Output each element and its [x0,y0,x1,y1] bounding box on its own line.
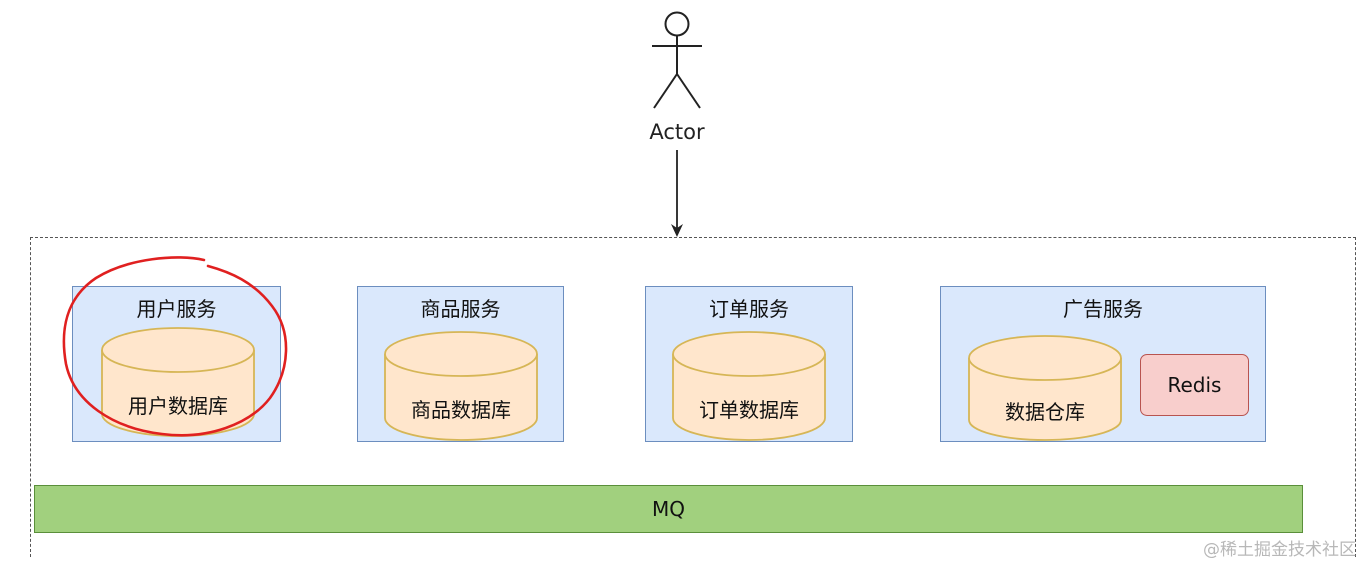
database-label: 商品数据库 [411,398,511,422]
user-database: 用户数据库 [100,326,256,438]
redis-cache: Redis [1140,354,1249,416]
actor-arrow [671,150,683,237]
system-boundary [30,237,1356,557]
actor-icon [652,11,702,109]
actor-label: Actor [649,120,705,144]
database-label: 订单数据库 [699,398,799,422]
service-title: 商品服务 [420,297,501,321]
red-circle-annotation [62,256,288,437]
message-queue: MQ [34,485,1303,533]
service-title: 订单服务 [709,297,789,321]
product-database: 商品数据库 [383,330,539,442]
service-title: 用户服务 [136,297,217,321]
watermark: @稀土掘金技术社区 [1203,540,1356,560]
database-label: 用户数据库 [128,394,228,418]
order-database: 订单数据库 [671,330,827,442]
data-warehouse: 数据仓库 [967,334,1123,442]
service-title: 广告服务 [1063,297,1143,321]
database-label: 数据仓库 [1005,400,1085,424]
